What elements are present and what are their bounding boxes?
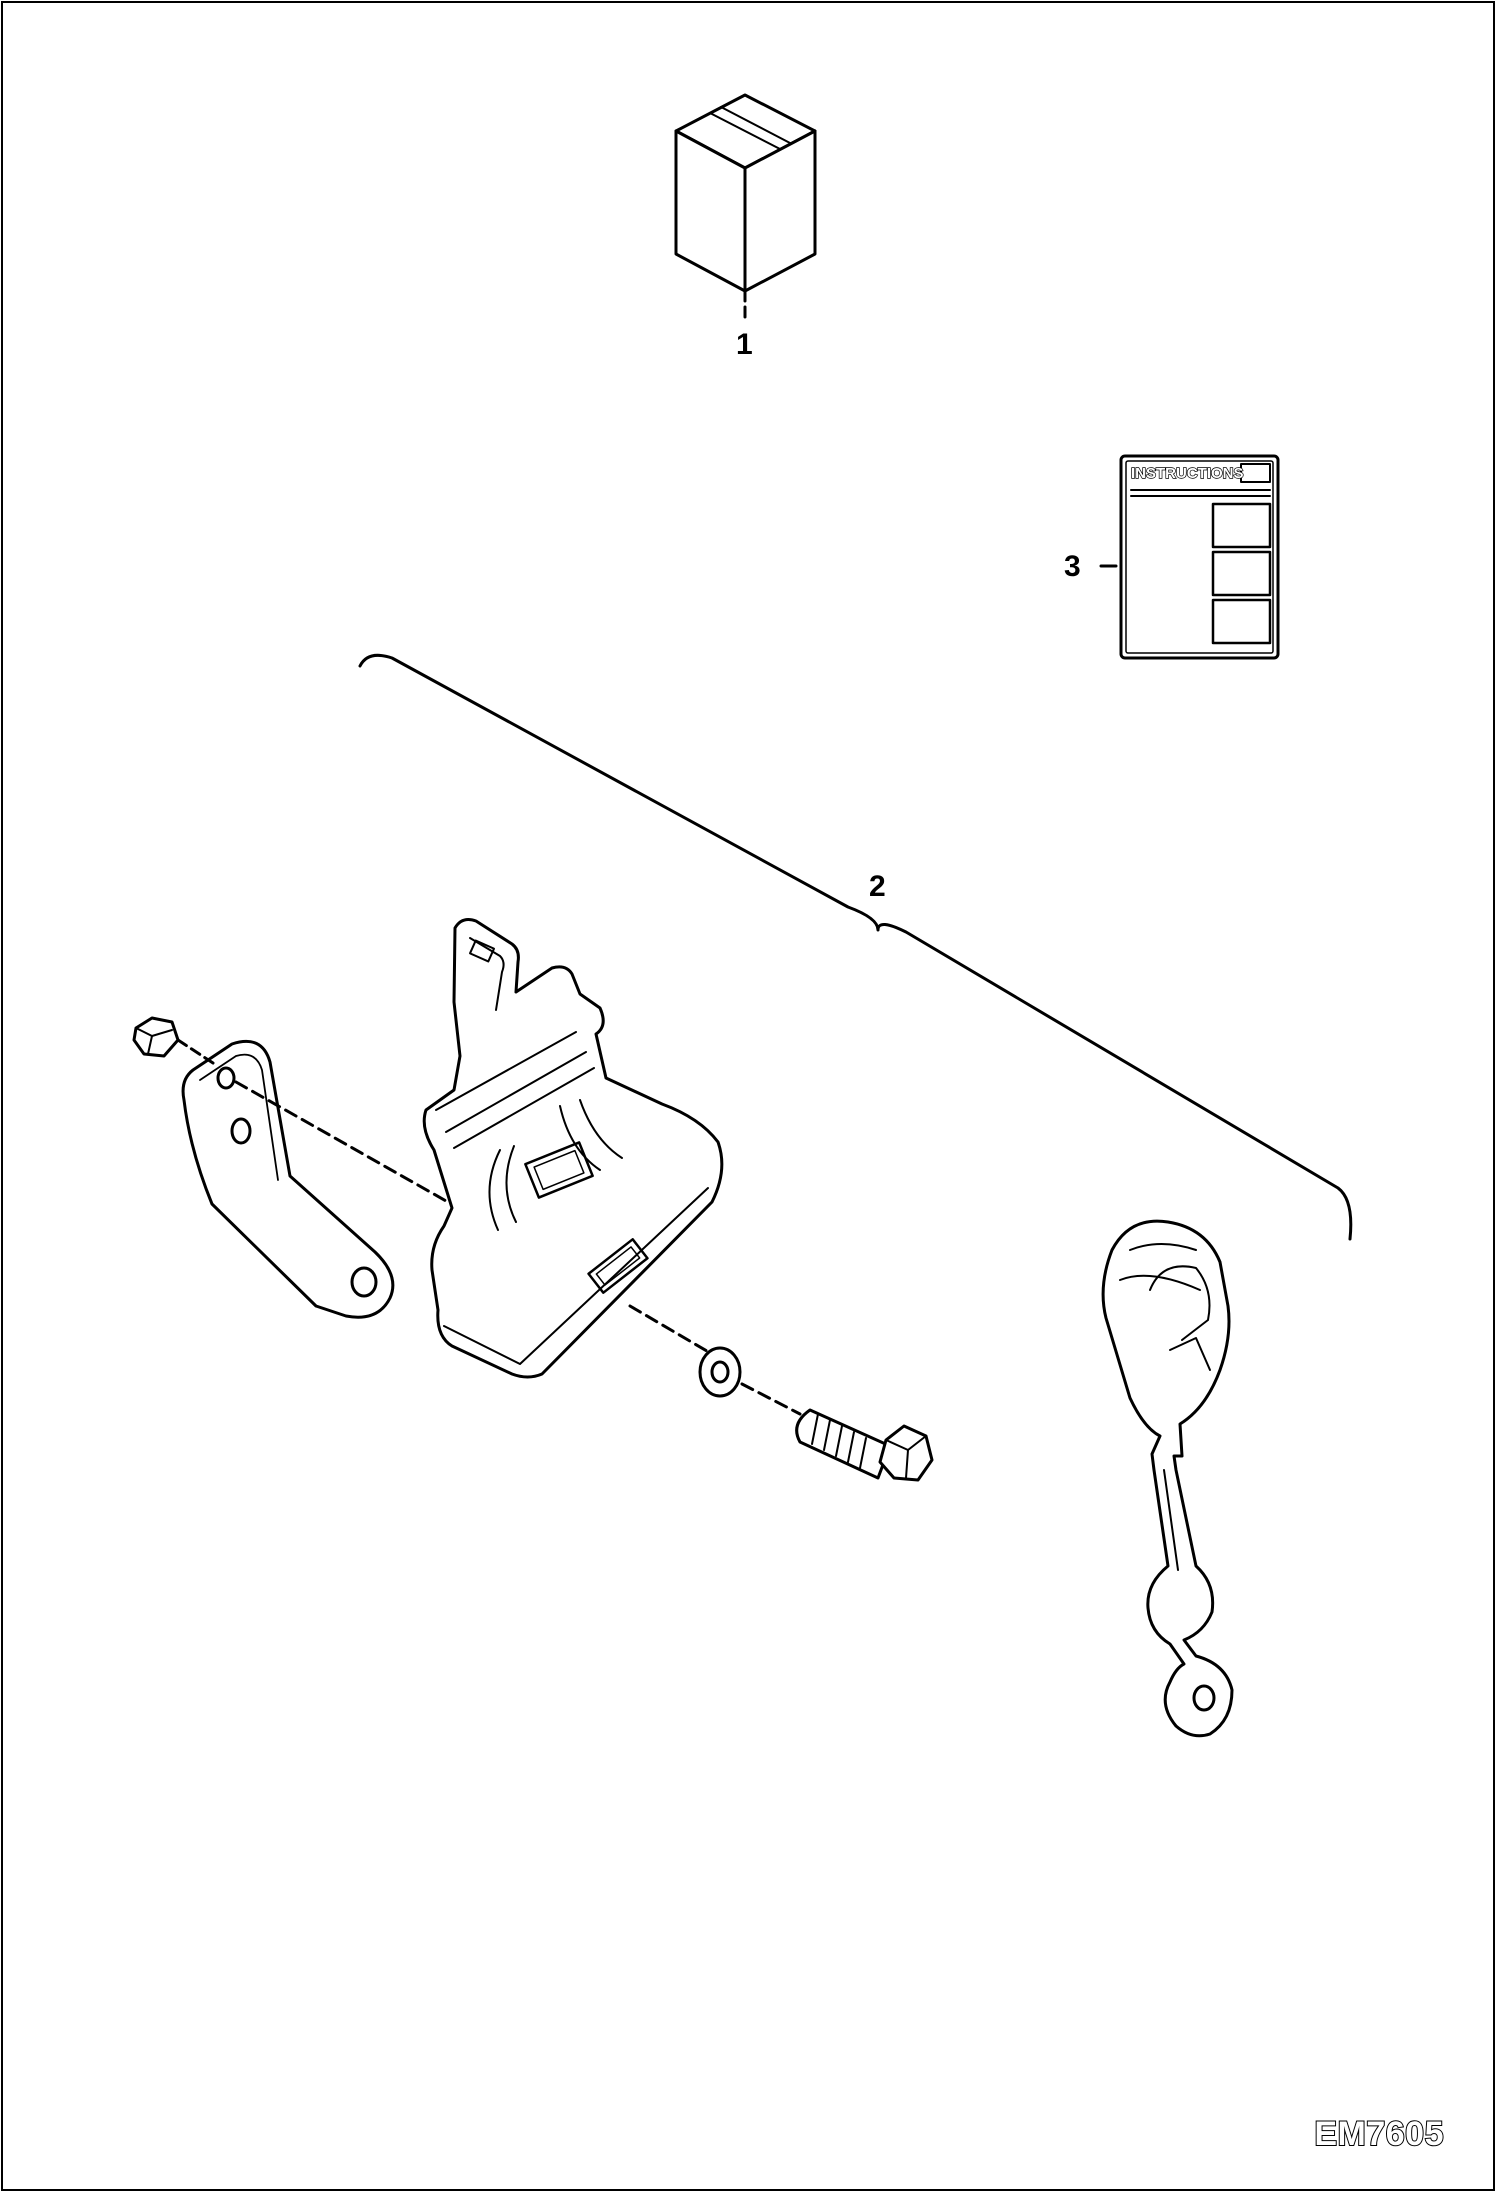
carton-box xyxy=(674,93,817,322)
mounting-bracket xyxy=(181,1039,395,1319)
hex-nut xyxy=(132,1016,464,1212)
washer xyxy=(698,1346,802,1416)
callout-2: 2 xyxy=(869,870,886,903)
belt-buckle-stalk xyxy=(1101,1219,1234,1738)
instruction-sheet xyxy=(1099,454,1280,660)
kit-brace xyxy=(358,653,1353,1241)
callout-1: 1 xyxy=(736,328,753,361)
drawing-code: EM7605 xyxy=(1313,2114,1444,2154)
retractor-buckle xyxy=(422,918,724,1379)
callout-3: 3 xyxy=(1064,550,1081,583)
instruction-sheet-title: INSTRUCTIONS xyxy=(1131,465,1244,482)
bolt xyxy=(795,1408,934,1482)
